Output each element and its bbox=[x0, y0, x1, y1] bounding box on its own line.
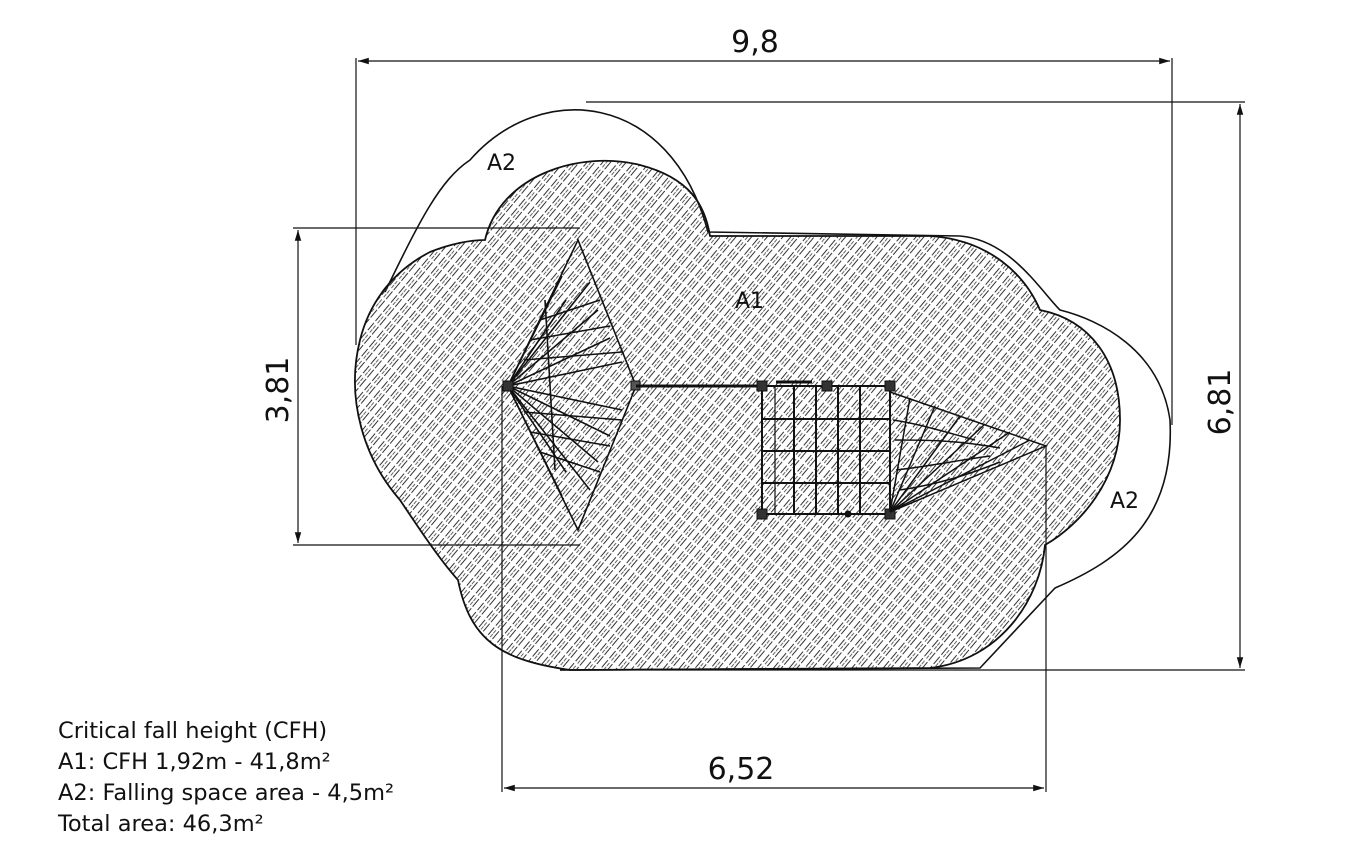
impact-area-a1 bbox=[354, 159, 1121, 671]
zone-label-a2-top: A2 bbox=[487, 151, 516, 176]
post-left bbox=[502, 380, 514, 392]
post-grid-tl bbox=[756, 380, 768, 392]
dimension-bottom-width bbox=[501, 386, 1047, 792]
right-fan-net bbox=[889, 391, 1049, 513]
grid-fixing bbox=[844, 510, 852, 518]
dimension-overall-width bbox=[355, 57, 1173, 425]
dimension-left-net-height bbox=[293, 227, 580, 546]
area-legend: Critical fall height (CFH) A1: CFH 1,92m… bbox=[58, 716, 394, 840]
post-grid-tm bbox=[821, 380, 833, 392]
left-cargo-net bbox=[507, 238, 637, 532]
post-grid-tr bbox=[884, 380, 896, 392]
falling-space-outline-a2 bbox=[384, 109, 1172, 671]
dimension-overall-width-label: 9,8 bbox=[731, 25, 779, 60]
legend-heading: Critical fall height (CFH) bbox=[58, 718, 328, 744]
legend-total: Total area: 46,3m² bbox=[58, 811, 264, 837]
dimension-overall-height bbox=[560, 101, 1245, 671]
legend-a2: A2: Falling space area - 4,5m² bbox=[58, 780, 395, 806]
dimension-overall-height-label: 6,81 bbox=[1203, 369, 1238, 436]
dimension-bottom-width-label: 6,52 bbox=[708, 752, 775, 787]
dimension-left-net-height-label: 3,81 bbox=[261, 357, 296, 424]
zone-label-a1: A1 bbox=[735, 289, 764, 314]
legend-a1: A1: CFH 1,92m - 41,8m² bbox=[58, 749, 331, 775]
post-grid-bl bbox=[756, 508, 768, 520]
zone-label-a2-right: A2 bbox=[1110, 489, 1139, 514]
